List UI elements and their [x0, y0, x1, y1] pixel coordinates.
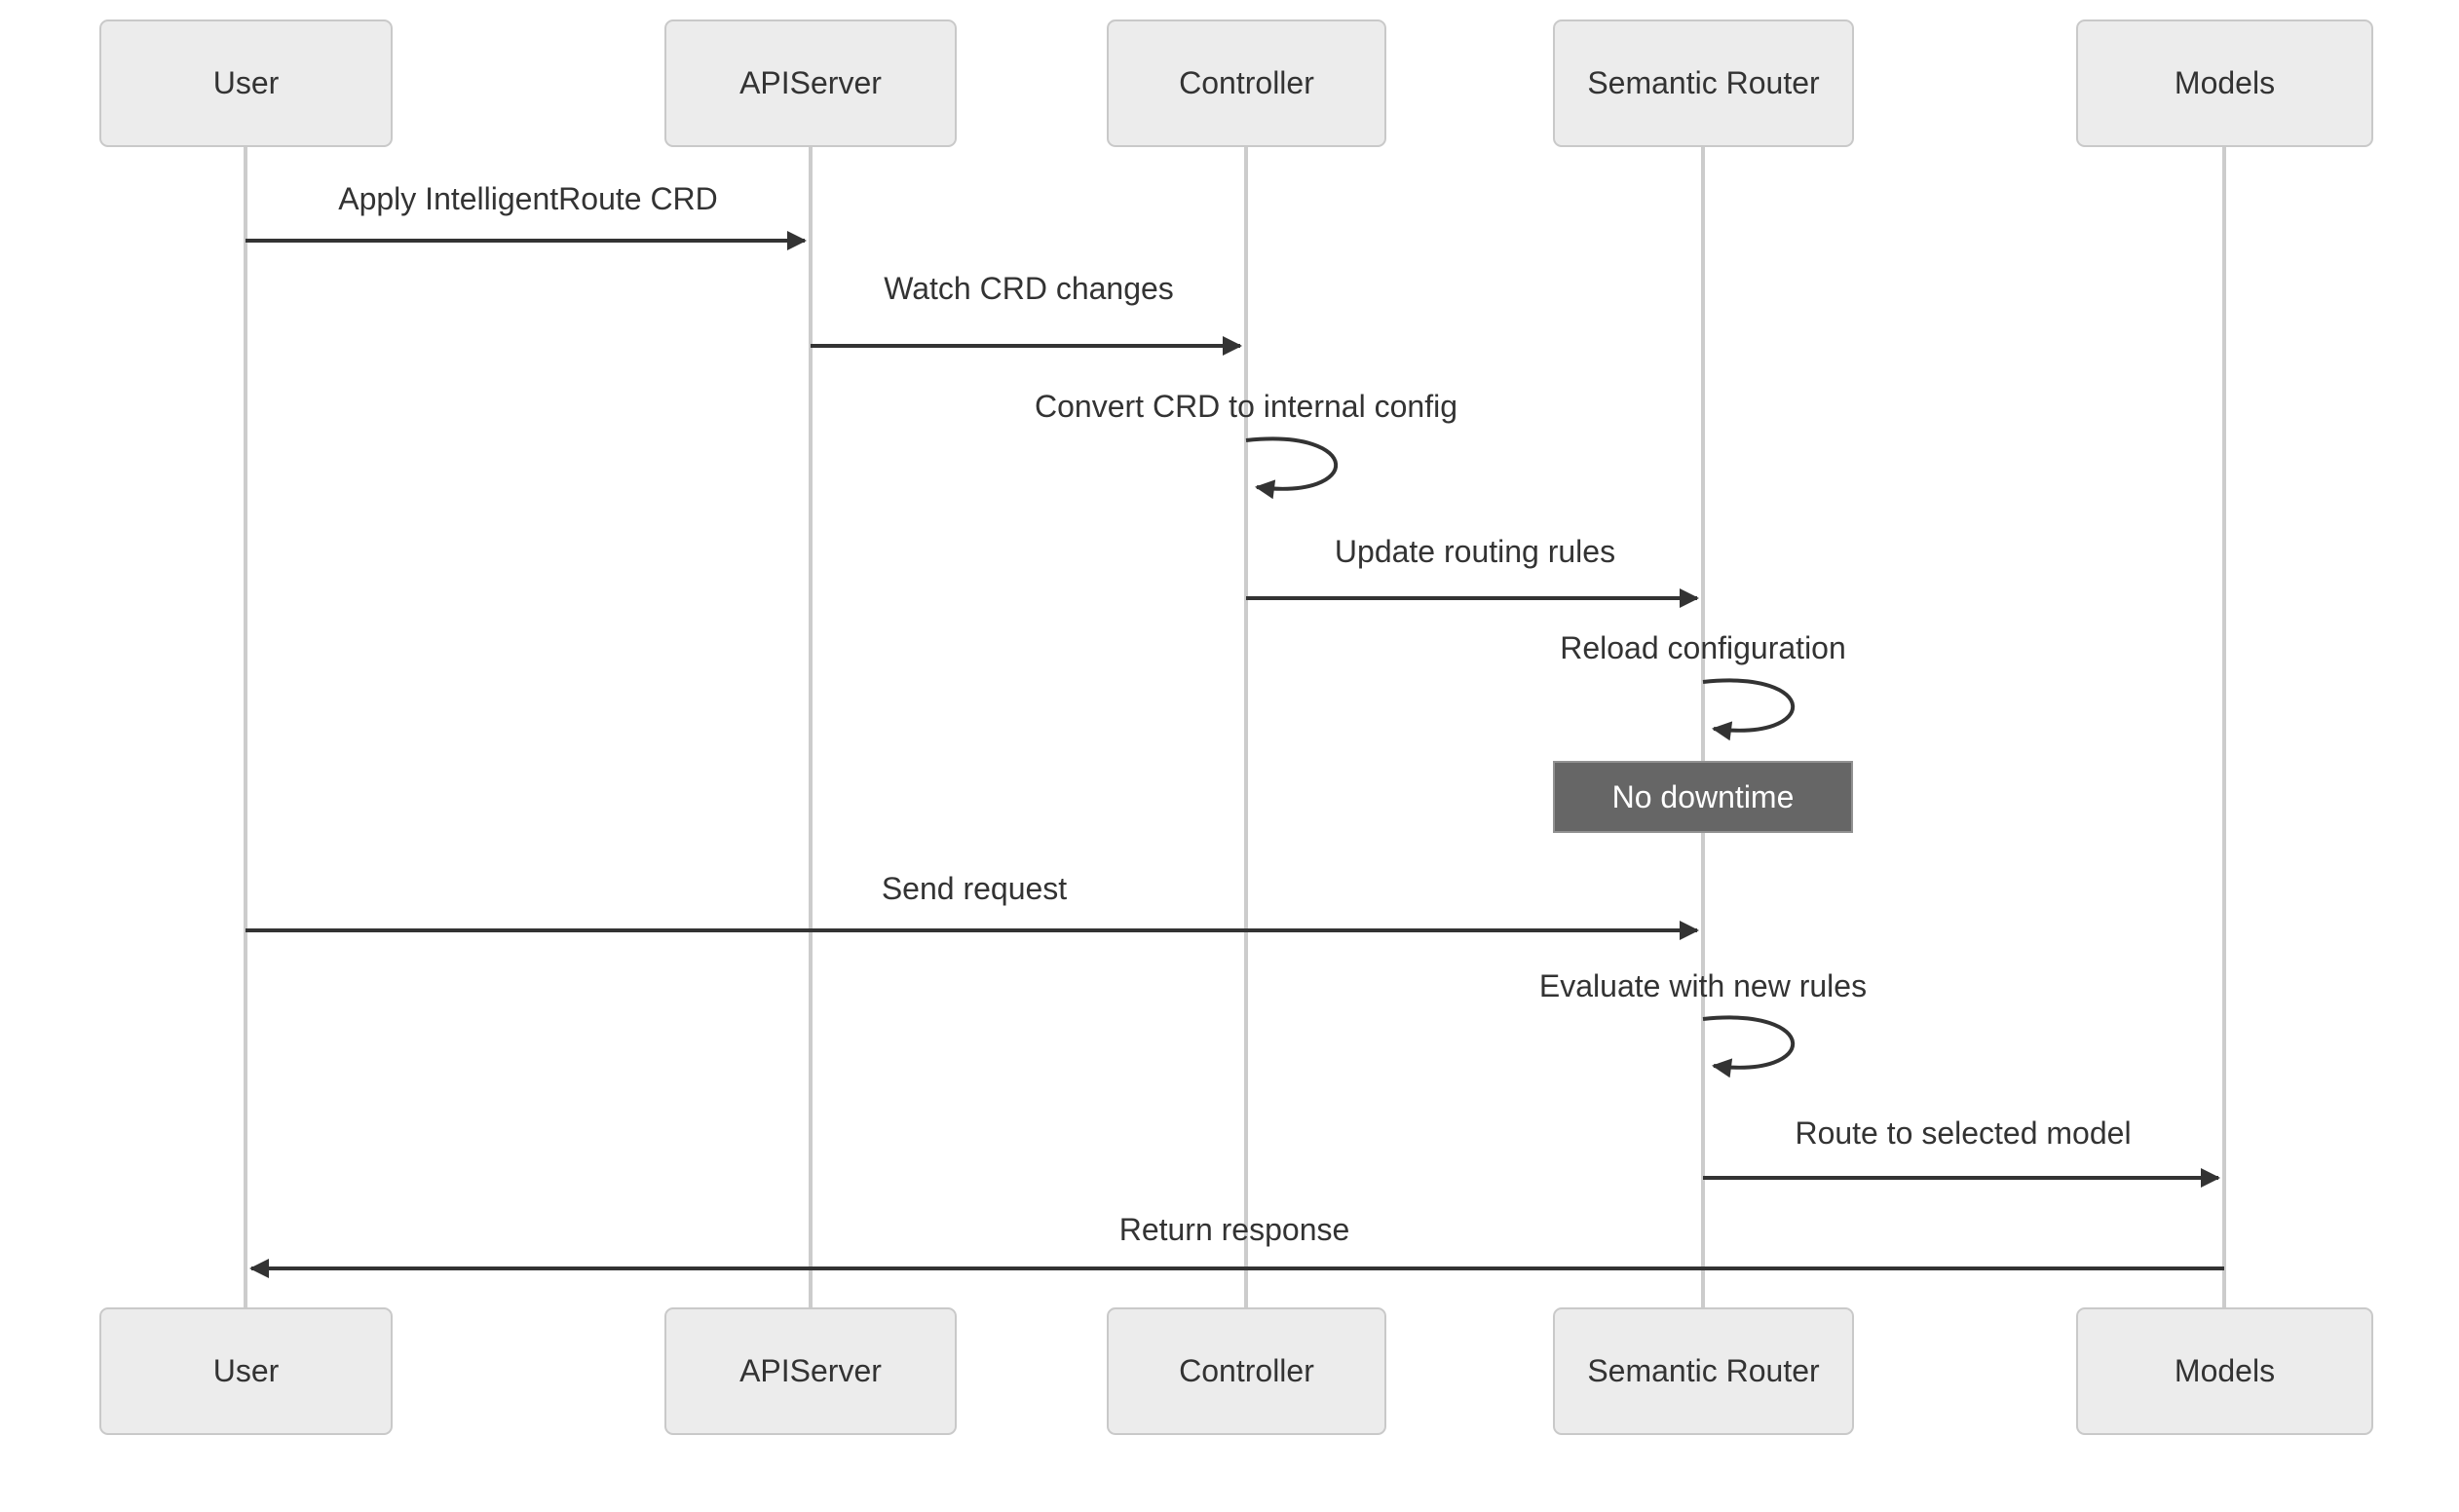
message-label-return-response: Return response — [1118, 1212, 1350, 1247]
message-label-watch-crd: Watch CRD changes — [884, 271, 1174, 306]
message-label-evaluate-rules: Evaluate with new rules — [1538, 968, 1868, 1003]
actor-box-user-top: User — [99, 19, 393, 147]
actor-box-semantic-router-top: Semantic Router — [1553, 19, 1854, 147]
message-label-send-request: Send request — [881, 871, 1068, 906]
self-loop-reload-config — [1702, 678, 1796, 741]
actor-box-user-bottom: User — [99, 1307, 393, 1435]
actor-label: Semantic Router — [1587, 65, 1820, 100]
actor-box-apiserver-top: APIServer — [664, 19, 957, 147]
actor-box-models-bottom: Models — [2076, 1307, 2373, 1435]
actor-label: APIServer — [739, 65, 882, 100]
message-label-convert-config: Convert CRD to internal config — [1035, 389, 1457, 424]
note-text: No downtime — [1611, 778, 1795, 814]
actor-box-models-top: Models — [2076, 19, 2373, 147]
actor-box-controller-top: Controller — [1107, 19, 1386, 147]
note-no-downtime: No downtime — [1553, 761, 1853, 833]
actor-box-controller-bottom: Controller — [1107, 1307, 1386, 1435]
message-label-reload-config: Reload configuration — [1560, 630, 1846, 665]
message-label-update-rules: Update routing rules — [1334, 534, 1616, 569]
self-loop-convert-config — [1245, 436, 1339, 500]
message-label-apply-crd: Apply IntelligentRoute CRD — [338, 181, 718, 216]
actor-label: User — [212, 65, 280, 100]
actor-label: Models — [2174, 1353, 2276, 1388]
actor-box-semantic-router-bottom: Semantic Router — [1553, 1307, 1854, 1435]
actor-label: Semantic Router — [1587, 1353, 1820, 1388]
actor-box-apiserver-bottom: APIServer — [664, 1307, 957, 1435]
actor-label: Controller — [1179, 65, 1314, 100]
actor-label: Controller — [1179, 1353, 1314, 1388]
actor-label: Models — [2174, 65, 2276, 100]
actor-label: APIServer — [739, 1353, 882, 1388]
self-loop-evaluate-rules — [1702, 1015, 1796, 1078]
actor-label: User — [212, 1353, 280, 1388]
message-label-route-model: Route to selected model — [1795, 1115, 2132, 1151]
